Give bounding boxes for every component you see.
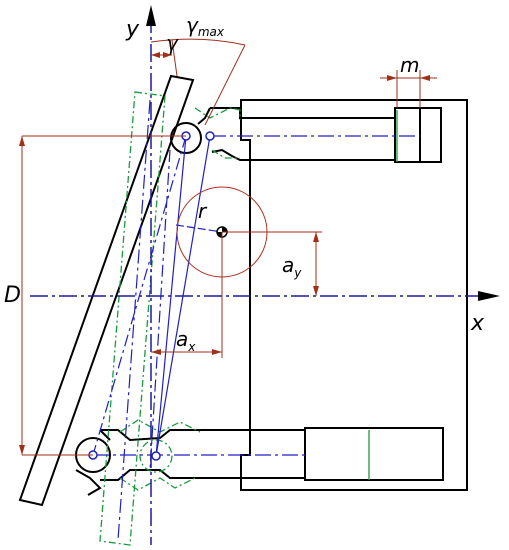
jaw-body — [18, 74, 195, 507]
ay-sub: y — [293, 266, 302, 280]
x-axis-label: x — [470, 311, 485, 336]
ay-label: ay — [282, 253, 302, 280]
ax-label: ax — [176, 327, 196, 354]
upper-jaw-joint — [170, 122, 202, 154]
gamma-ext — [171, 39, 178, 77]
upper-link — [197, 107, 396, 161]
x-axis-arrow — [478, 291, 500, 301]
y-axis-label: y — [125, 17, 140, 42]
gamma-max-base: γ — [186, 13, 199, 37]
y-axis-arrow — [146, 5, 156, 26]
lower-cylinder — [304, 427, 444, 481]
dimensions — [21, 38, 437, 456]
jaw — [18, 74, 202, 507]
centerlines — [92, 99, 420, 541]
link-a — [155, 135, 187, 457]
lower-link — [100, 429, 306, 481]
housing-frame — [240, 99, 468, 491]
gamma-max-label: γmax — [186, 13, 225, 39]
ax-sub: x — [187, 340, 196, 354]
ax-base: a — [176, 327, 188, 351]
axes — [30, 15, 490, 545]
gamma-label: γ — [166, 31, 179, 55]
ghost-jaw-centerline — [117, 99, 151, 541]
gamma-max-sub: max — [198, 25, 225, 39]
dimension-arrows — [19, 52, 430, 455]
link-d — [149, 149, 171, 471]
d-label: D — [4, 283, 21, 308]
ghost-lower-joint — [139, 439, 173, 473]
ay-base: a — [282, 253, 294, 277]
ghost-jaw — [99, 91, 166, 546]
joint-dot-upper-2 — [205, 131, 215, 141]
m-label: m — [400, 53, 419, 77]
radius-line — [175, 224, 223, 233]
ghost-upper-link — [194, 107, 241, 159]
joint-dot-lower-2 — [151, 451, 161, 461]
gamma-max-arc — [150, 38, 246, 46]
housing — [240, 99, 468, 491]
upper-cylinder — [394, 107, 442, 163]
gamma-max-ext — [204, 44, 246, 126]
r-label: r — [198, 199, 208, 223]
